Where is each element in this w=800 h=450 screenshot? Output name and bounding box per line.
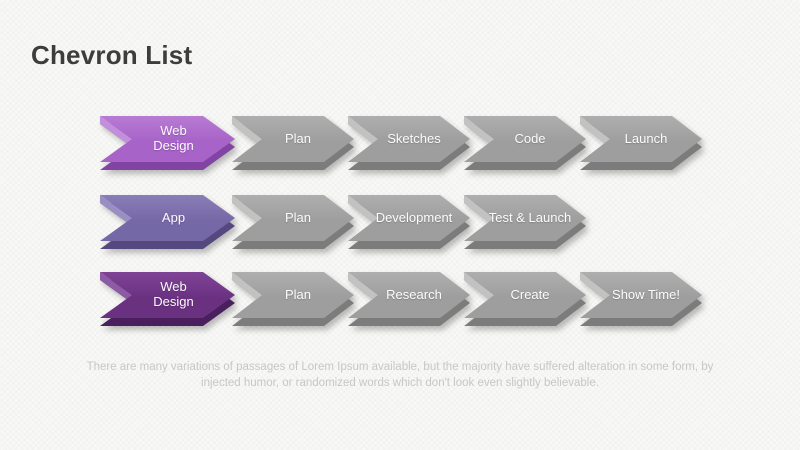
chevron-shape	[232, 195, 354, 249]
chevron-research: Research	[348, 272, 470, 326]
chevron-sketches: Sketches	[348, 116, 470, 170]
chevron-launch: Launch	[580, 116, 702, 170]
page-title: Chevron List	[31, 40, 193, 70]
chevron-shape	[100, 116, 235, 170]
chevron-create: Create	[464, 272, 586, 326]
chevron-app: App	[100, 195, 235, 249]
chevron-shape	[580, 116, 702, 170]
chevron-shape	[100, 272, 235, 326]
chevron-shape	[348, 272, 470, 326]
chevron-plan: Plan	[232, 195, 354, 249]
chevron-code: Code	[464, 116, 586, 170]
chevron-plan: Plan	[232, 272, 354, 326]
chevron-show-time: Show Time!	[580, 272, 702, 326]
chevron-shape	[348, 116, 470, 170]
chevron-shape	[100, 195, 235, 249]
chevron-shape	[232, 272, 354, 326]
chevron-shape	[580, 272, 702, 326]
chevron-shape	[464, 195, 586, 249]
chevron-shape	[464, 116, 586, 170]
chevron-shape	[464, 272, 586, 326]
chevron-shape	[232, 116, 354, 170]
chevron-development: Development	[348, 195, 470, 249]
chevron-test-launch: Test & Launch	[464, 195, 586, 249]
chevron-shape	[348, 195, 470, 249]
footer-text: There are many variations of passages of…	[86, 361, 714, 389]
chevron-plan: Plan	[232, 116, 354, 170]
